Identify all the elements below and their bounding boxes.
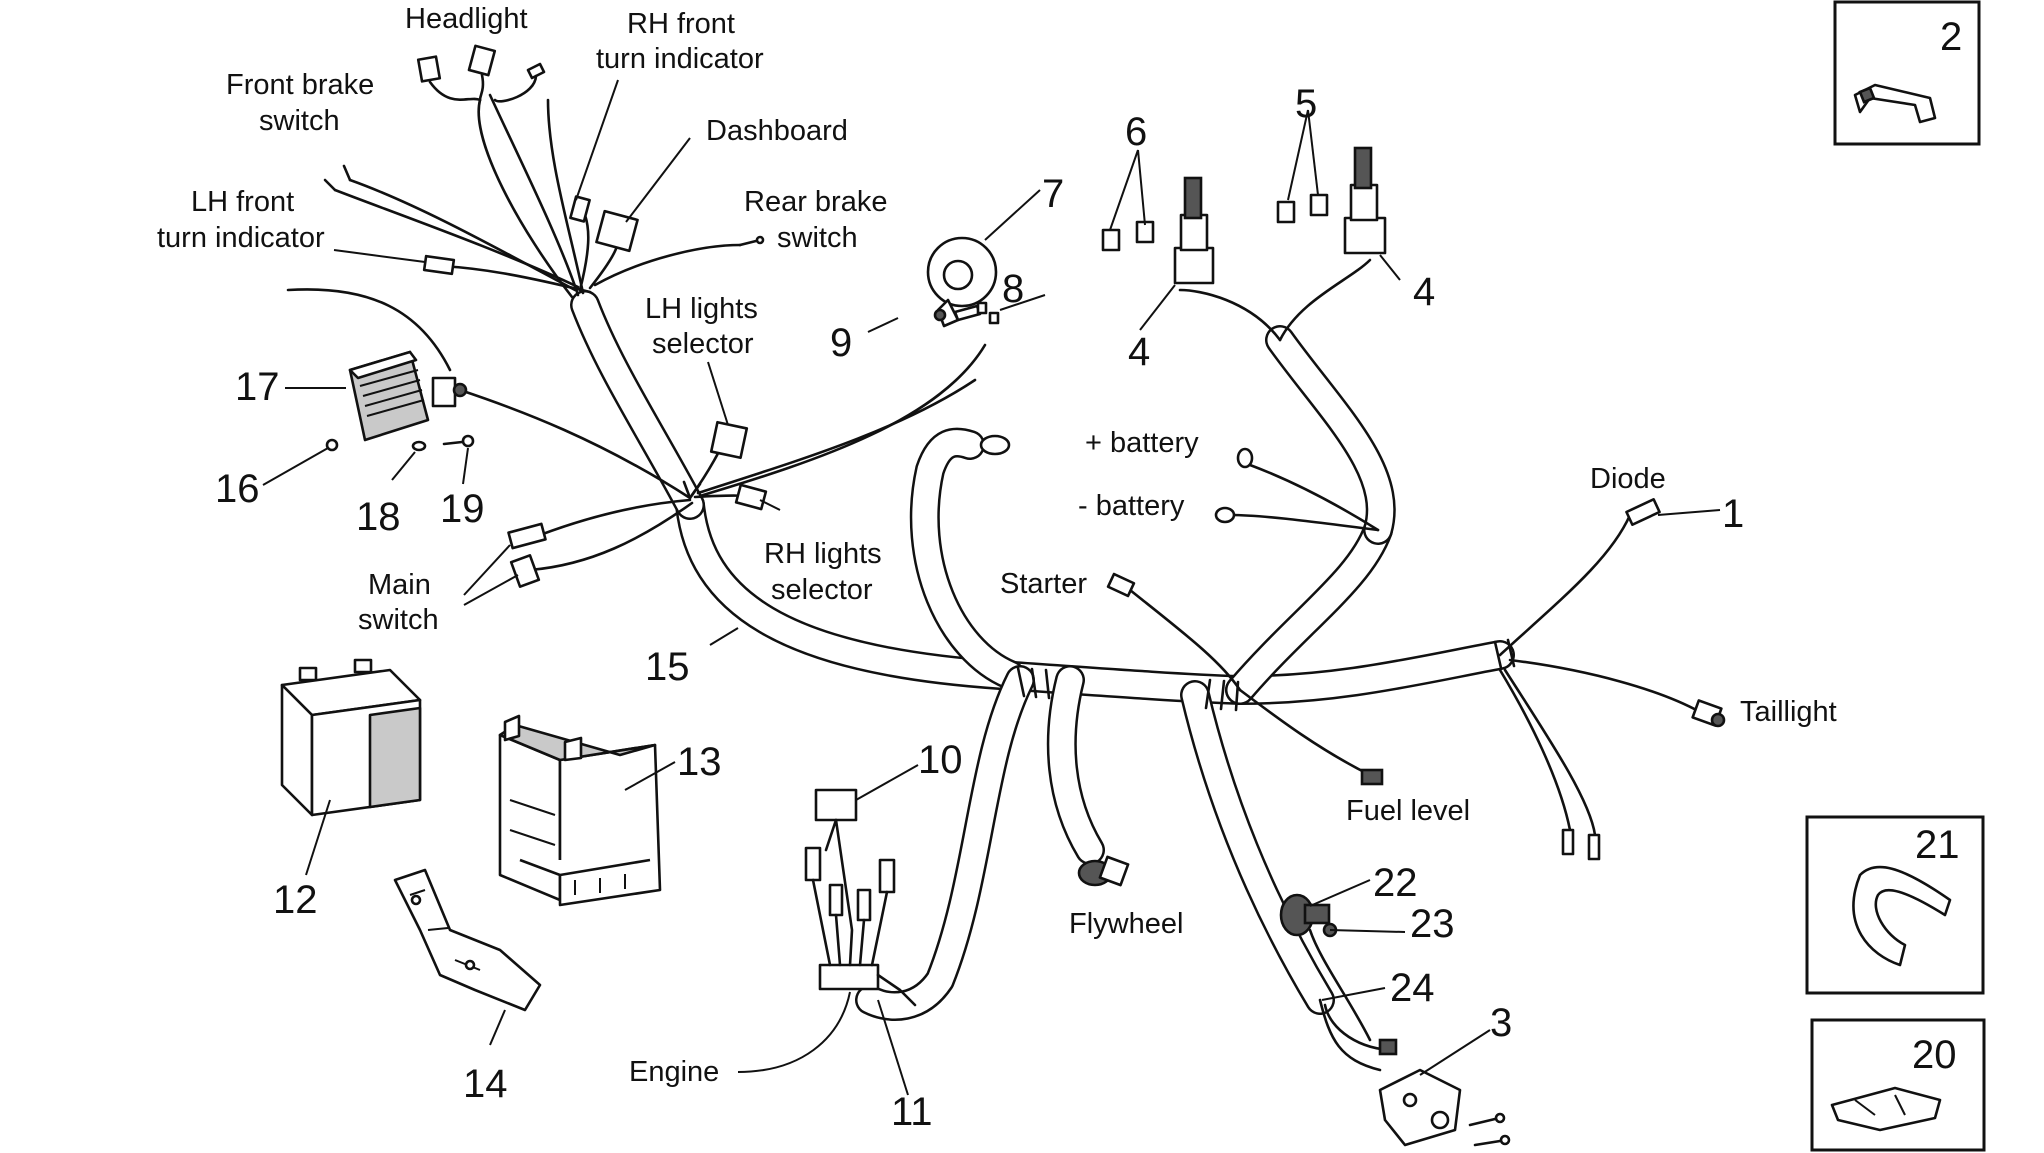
label-plus-battery: + battery <box>1085 427 1199 459</box>
battery-box <box>498 714 662 907</box>
label-dashboard: Dashboard <box>706 115 848 147</box>
label-fuel-level: Fuel level <box>1346 795 1470 827</box>
main-harness <box>570 290 1516 1021</box>
number-5: 5 <box>1295 82 1317 126</box>
label-lh-front-turn-1: LH front <box>191 186 294 218</box>
flywheel-sensor <box>1077 855 1130 887</box>
diode <box>1625 498 1661 526</box>
label-lh-lights-2: selector <box>652 328 754 360</box>
plus-battery-terminal <box>1236 447 1254 469</box>
label-rear-brake-2: switch <box>777 222 858 254</box>
screw-19 <box>442 434 475 448</box>
minus-battery-terminal <box>1214 506 1236 524</box>
label-lh-front-turn-2: turn indicator <box>157 222 325 254</box>
rear-terminal-a <box>1561 828 1575 856</box>
number-4-right: 4 <box>1413 270 1435 314</box>
box-part-21 <box>1805 815 1985 995</box>
label-rh-front-turn-2: turn indicator <box>596 43 764 75</box>
battery <box>280 658 422 817</box>
number-20: 20 <box>1912 1033 1957 1077</box>
label-diode: Diode <box>1590 463 1666 495</box>
number-22: 22 <box>1373 861 1418 905</box>
fuse-holder-left <box>1101 176 1215 285</box>
dashboard-connector <box>595 209 639 253</box>
ring-terminal <box>979 434 1011 456</box>
rh-lights-selector-connector <box>734 483 768 511</box>
label-rear-brake-1: Rear brake <box>744 186 887 218</box>
washer-18 <box>411 440 427 452</box>
label-rh-front-turn-1: RH front <box>627 8 735 40</box>
starter-connector <box>1106 572 1136 598</box>
starter-relay <box>804 788 917 1007</box>
fuse-holder-right <box>1276 146 1387 255</box>
leader-lines <box>262 79 1721 1096</box>
horn <box>926 236 1000 328</box>
text-labels: Headlight RH front turn indicator Front … <box>157 3 1837 1088</box>
number-2: 2 <box>1940 15 1962 59</box>
box-part-20 <box>1810 1018 1986 1152</box>
main-switch-connector-b <box>509 554 541 588</box>
number-15: 15 <box>645 645 690 689</box>
starter-button <box>1279 893 1338 938</box>
label-starter: Starter <box>1000 568 1087 600</box>
number-18: 18 <box>356 495 401 539</box>
label-minus-battery: - battery <box>1078 490 1185 522</box>
label-front-brake-2: switch <box>259 105 340 137</box>
box-part-2 <box>1833 0 1981 146</box>
number-21: 21 <box>1915 823 1960 867</box>
washer-16 <box>325 438 339 452</box>
label-main-switch-2: switch <box>358 604 439 636</box>
headlight-connectors <box>416 44 546 103</box>
number-7: 7 <box>1042 172 1064 216</box>
number-14: 14 <box>463 1062 508 1106</box>
label-rh-lights-2: selector <box>771 574 873 606</box>
number-8: 8 <box>1002 267 1024 311</box>
number-13: 13 <box>677 740 722 784</box>
taillight-connector <box>1691 699 1726 728</box>
label-engine: Engine <box>629 1056 719 1088</box>
number-23: 23 <box>1410 902 1455 946</box>
lh-lights-selector-connector <box>709 420 749 460</box>
number-9: 9 <box>830 321 852 365</box>
lh-front-turn-connector <box>422 254 456 276</box>
number-4-left: 4 <box>1128 330 1150 374</box>
label-headlight: Headlight <box>405 3 528 35</box>
number-17: 17 <box>235 365 280 409</box>
label-lh-lights-1: LH lights <box>645 293 758 325</box>
number-6: 6 <box>1125 110 1147 154</box>
front-brake-terminals <box>323 164 352 192</box>
rear-brake-terminals <box>738 235 765 247</box>
fuel-level-connector <box>1360 768 1384 786</box>
fuse-wires <box>1128 258 1702 1072</box>
bracket <box>393 868 542 1012</box>
number-19: 19 <box>440 487 485 531</box>
label-front-brake-1: Front brake <box>226 69 374 101</box>
number-3: 3 <box>1490 1001 1512 1045</box>
label-main-switch-1: Main <box>368 569 431 601</box>
number-11: 11 <box>891 1090 933 1134</box>
number-12: 12 <box>273 878 318 922</box>
number-24: 24 <box>1390 966 1435 1010</box>
main-switch-connector-a <box>507 522 547 550</box>
rear-terminal-b <box>1587 833 1601 861</box>
number-1: 1 <box>1722 492 1744 536</box>
number-10: 10 <box>918 738 963 782</box>
label-flywheel: Flywheel <box>1069 908 1183 940</box>
voltage-regulator <box>348 350 468 442</box>
label-taillight: Taillight <box>1740 696 1837 728</box>
sensor-3 <box>1378 1038 1511 1147</box>
rh-front-turn-connector <box>569 195 591 223</box>
label-rh-lights-1: RH lights <box>764 538 882 570</box>
part-numbers: 1 2 3 4 4 5 6 7 8 9 10 11 12 13 14 15 16… <box>215 15 1962 1134</box>
number-16: 16 <box>215 467 260 511</box>
